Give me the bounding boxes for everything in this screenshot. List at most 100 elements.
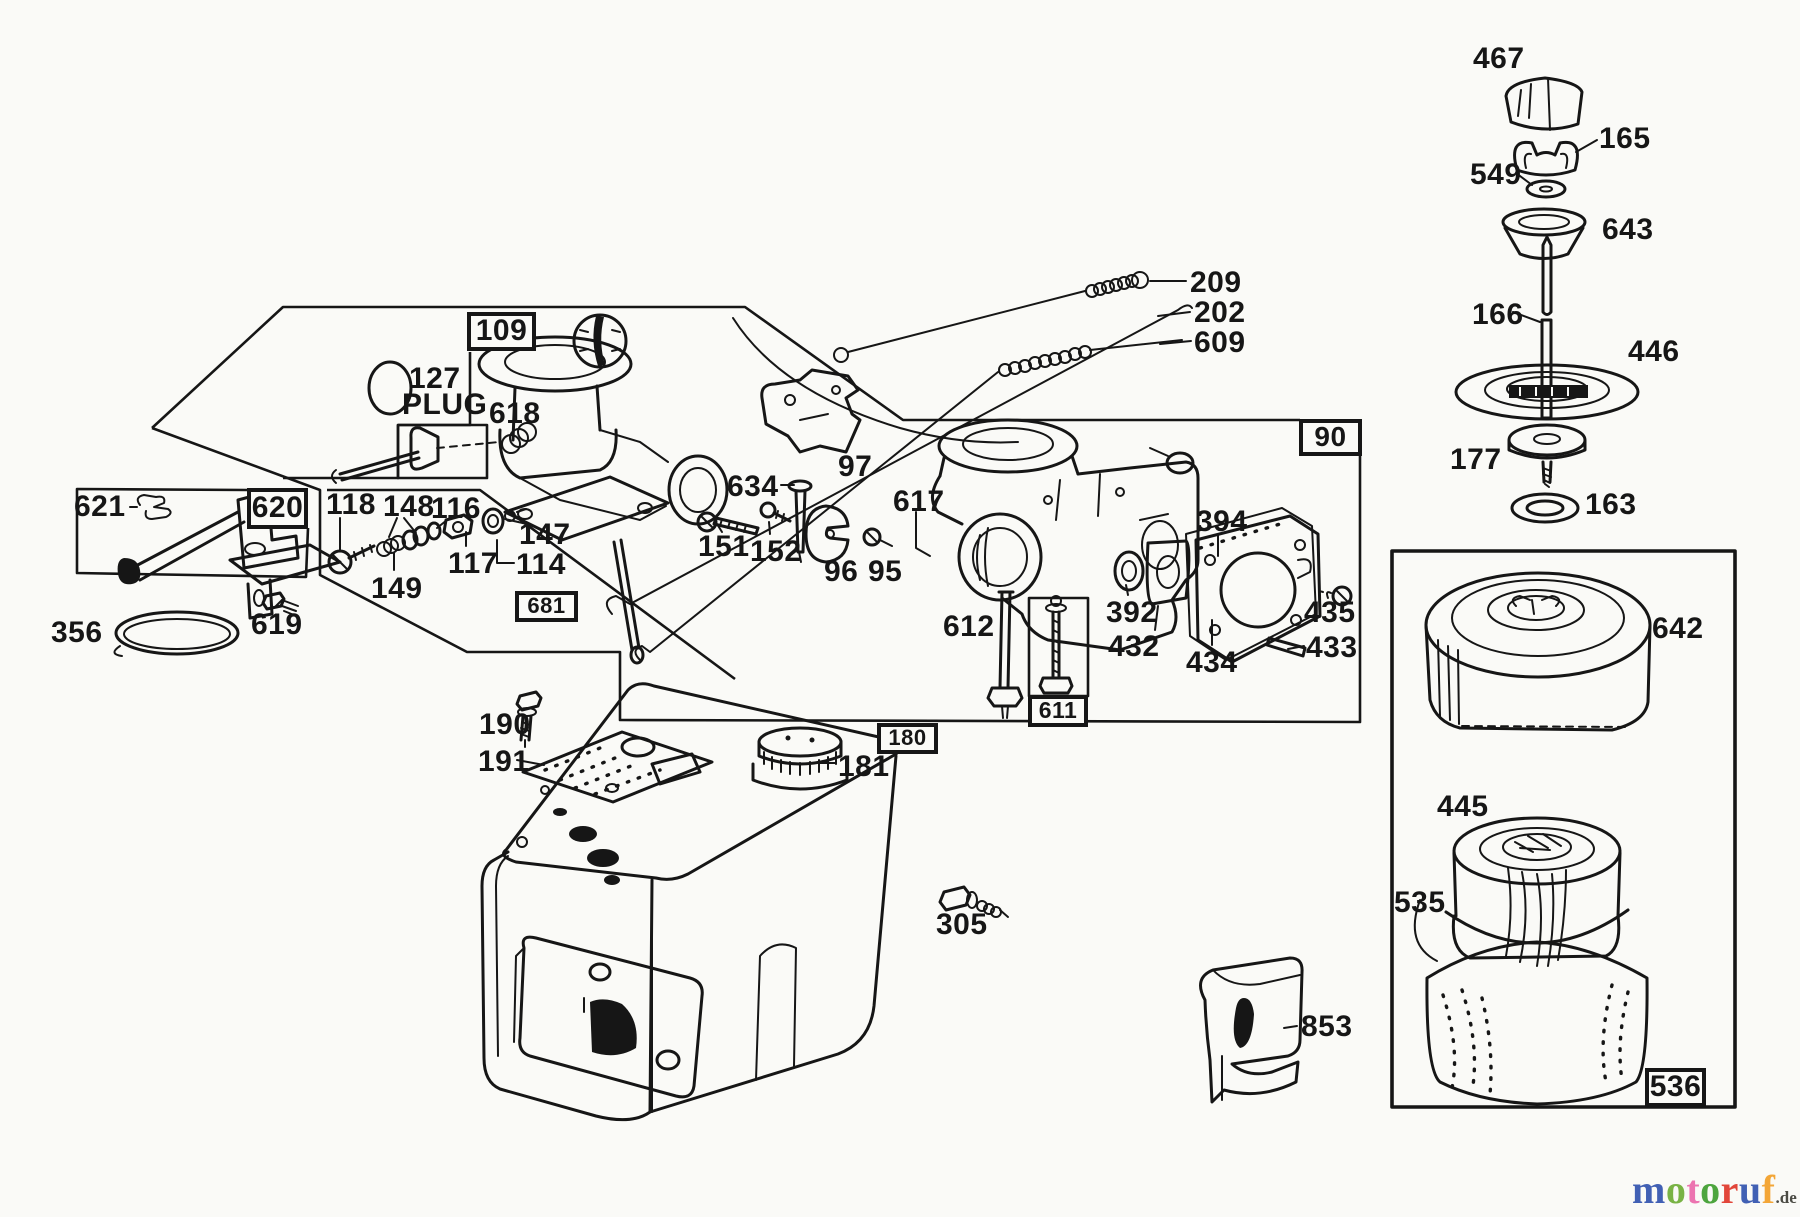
watermark-logo: motoruf.de	[1632, 1166, 1797, 1213]
needle-valve-parts	[327, 507, 527, 575]
logo-word: motoruf	[1632, 1167, 1776, 1212]
logo-letter: r	[1720, 1167, 1739, 1212]
logo-suffix: .de	[1775, 1188, 1797, 1207]
carburetor-109	[331, 313, 893, 665]
gasket-191	[521, 730, 714, 804]
link-609	[634, 339, 1183, 661]
screw-151	[696, 511, 760, 536]
knob-467	[1504, 76, 1584, 131]
clip-621	[136, 494, 172, 520]
part-label-446: 446	[1628, 335, 1680, 368]
control-bracket-620	[113, 490, 342, 657]
part-label-151: 151	[698, 530, 750, 563]
part-label-535: 535	[1394, 886, 1446, 919]
air-cleaner-assembly-box	[1390, 549, 1737, 1109]
gasket-392	[1113, 550, 1145, 592]
filter-element-445	[1444, 816, 1630, 967]
part-label-191: 191	[478, 745, 530, 778]
part-label-95: 95	[868, 555, 903, 588]
throttle-shaft-lever	[331, 426, 440, 484]
washer-screw-177	[1507, 423, 1587, 488]
part-label-117: 117	[448, 547, 498, 580]
logo-letter: m	[1632, 1167, 1666, 1212]
part-label-643: 643	[1602, 213, 1654, 246]
part-label-202: 202	[1194, 296, 1246, 329]
part-label-152: 152	[750, 535, 802, 568]
part-label-634: 634	[727, 470, 779, 503]
part-label-147: 147	[519, 518, 571, 551]
choke-plate-96	[804, 504, 850, 564]
screw-152	[759, 501, 792, 523]
part-label-166: 166	[1472, 298, 1524, 331]
part-label-394: 394	[1196, 505, 1248, 538]
part-label-467: 467	[1473, 42, 1525, 75]
part-label-96: 96	[824, 555, 859, 588]
pin-433	[1265, 636, 1307, 658]
leader-lines	[129, 139, 1598, 1029]
screw-190	[515, 690, 543, 748]
filter-bowl-536	[1425, 940, 1649, 1106]
part-box-label-90: 90	[1299, 419, 1362, 456]
heat-shield-853	[1199, 956, 1304, 1104]
link-209	[833, 271, 1149, 363]
part-box-label-180: 180	[877, 723, 938, 754]
part-label-612: 612	[943, 610, 995, 643]
fuel-tank-181	[480, 682, 902, 1122]
logo-letter: o	[1700, 1167, 1721, 1212]
part-box-label-536: 536	[1645, 1068, 1706, 1107]
bolt-305	[938, 885, 1009, 918]
part-label-plug: PLUG	[402, 388, 488, 421]
screw-619	[261, 591, 299, 616]
part-label-118: 118	[326, 488, 376, 521]
link-202	[605, 304, 1193, 615]
logo-letter: o	[1665, 1167, 1687, 1212]
fuel-cap-181	[751, 726, 849, 791]
part-label-642: 642	[1652, 612, 1704, 645]
part-box-label-620: 620	[247, 488, 308, 529]
bracket-97	[760, 368, 862, 454]
carburetor-90	[931, 418, 1353, 719]
part-label-190: 190	[479, 708, 531, 741]
screw-95	[862, 527, 893, 547]
part-label-619: 619	[251, 608, 303, 641]
clip-165	[1513, 140, 1579, 177]
part-label-97: 97	[838, 450, 873, 483]
part-label-434: 434	[1186, 646, 1238, 679]
part-label-392: 392	[1106, 596, 1158, 629]
part-label-433: 433	[1306, 631, 1358, 664]
air-cleaner-stack	[1454, 76, 1640, 524]
part-label-853: 853	[1301, 1010, 1353, 1043]
part-label-165: 165	[1599, 122, 1651, 155]
part-label-617: 617	[893, 485, 945, 518]
diaphragm-394-434	[1185, 507, 1322, 664]
o-ring-356	[113, 610, 240, 657]
part-label-549: 549	[1470, 158, 1522, 191]
part-label-177: 177	[1450, 443, 1502, 476]
bolt-611	[1038, 595, 1074, 695]
needle-jet-634	[787, 479, 813, 563]
part-label-305: 305	[936, 908, 988, 941]
washer-163	[1510, 492, 1580, 524]
fuel-tank-group	[480, 682, 1009, 1122]
spring-618	[501, 422, 537, 454]
part-box-label-611: 611	[1028, 695, 1088, 727]
part-label-432: 432	[1108, 630, 1160, 663]
part-label-356: 356	[51, 616, 103, 649]
part-label-116: 116	[431, 492, 481, 525]
region-outline-carburetor-group	[75, 305, 1362, 724]
part-label-618: 618	[489, 397, 541, 430]
throttle-links	[605, 271, 1193, 661]
part-label-609: 609	[1194, 326, 1246, 359]
mounting-plate	[513, 935, 704, 1099]
plate-446	[1454, 363, 1640, 421]
bolt-612	[986, 590, 1024, 719]
washer-549	[1525, 179, 1567, 199]
part-box-label-109: 109	[467, 312, 536, 351]
part-label-435: 435	[1304, 596, 1356, 629]
air-cleaner-cover-642	[1424, 571, 1652, 732]
part-label-114: 114	[516, 548, 566, 581]
logo-letter: u	[1738, 1167, 1762, 1212]
spacer-432	[1145, 539, 1191, 606]
part-label-127: 127	[409, 362, 461, 395]
